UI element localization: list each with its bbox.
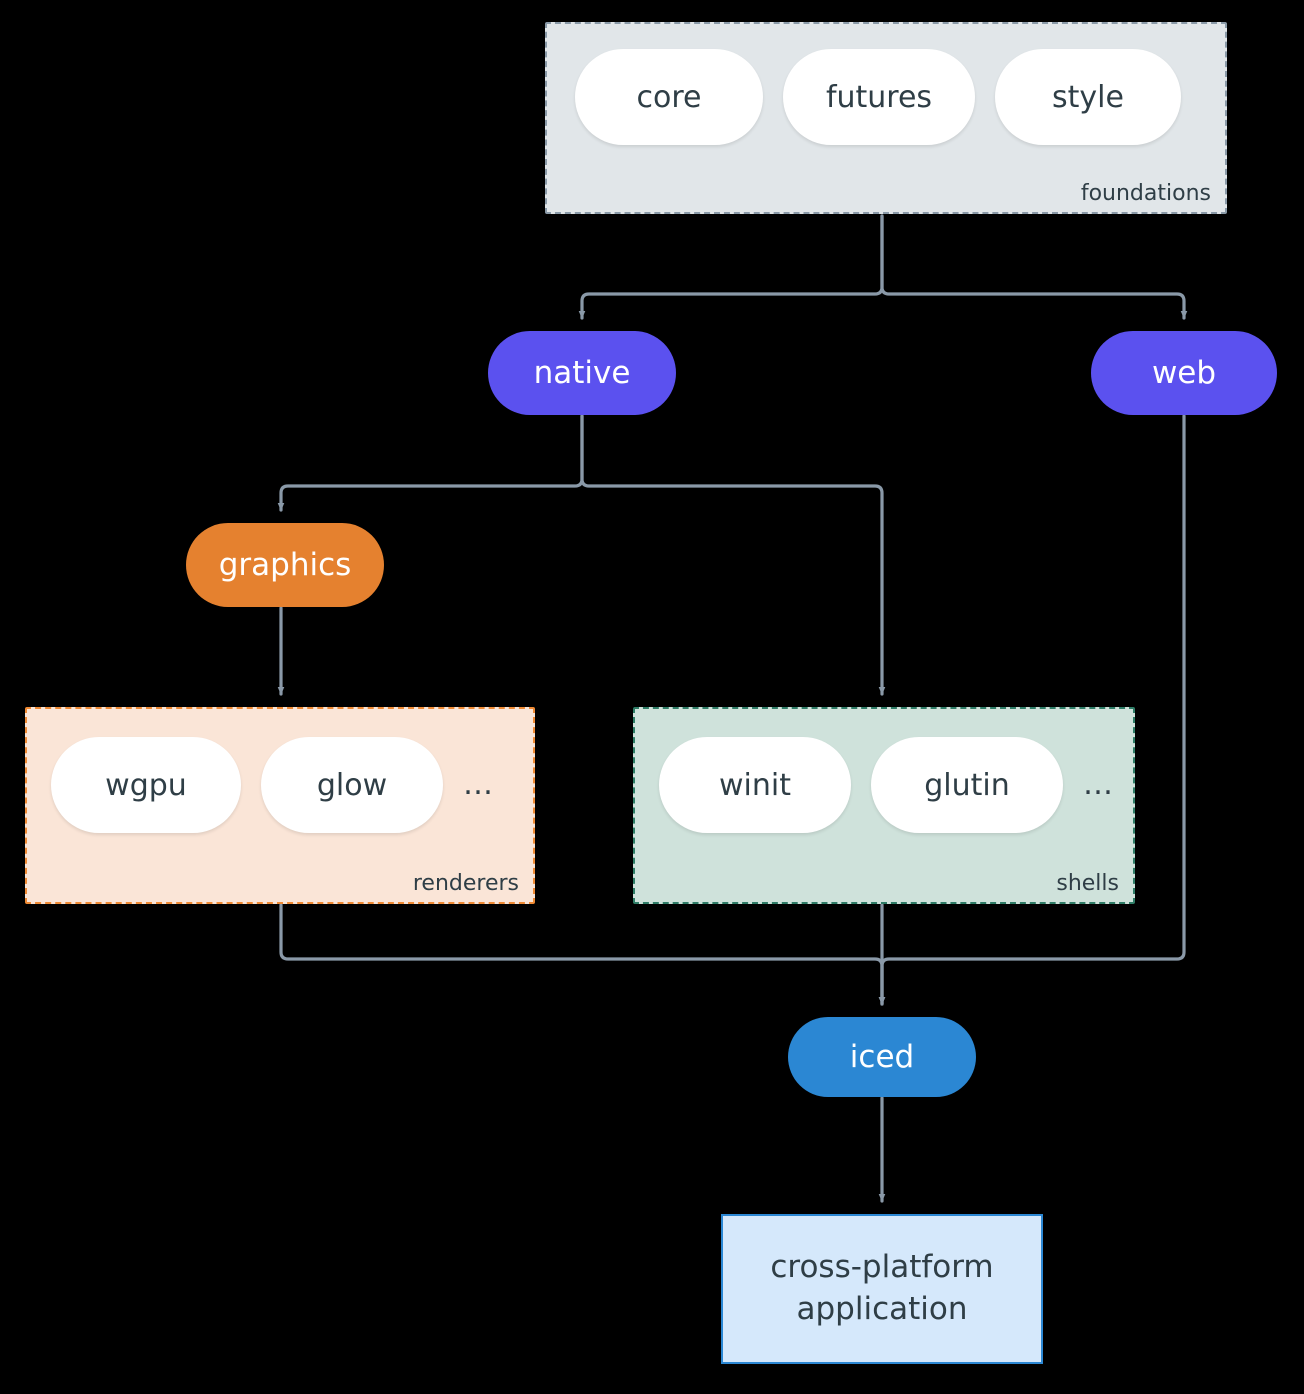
node-graphics[interactable]: graphics <box>186 523 384 607</box>
foundations-items: core futures style <box>575 49 1181 145</box>
chip-futures[interactable]: futures <box>783 49 975 145</box>
node-iced[interactable]: iced <box>788 1017 976 1097</box>
node-cross-platform-application[interactable]: cross-platform application <box>721 1214 1043 1364</box>
node-web[interactable]: web <box>1091 331 1277 415</box>
group-label-shells: shells <box>1056 871 1119 896</box>
chip-winit[interactable]: winit <box>659 737 851 833</box>
application-line-2: application <box>796 1291 968 1327</box>
chip-core[interactable]: core <box>575 49 763 145</box>
application-line-1: cross-platform <box>770 1249 994 1286</box>
group-label-foundations: foundations <box>1080 181 1211 206</box>
renderers-ellipsis: … <box>463 767 493 802</box>
chip-glow[interactable]: glow <box>261 737 443 833</box>
shells-ellipsis: … <box>1083 767 1113 802</box>
group-renderers[interactable]: wgpu glow … renderers <box>25 707 535 904</box>
group-foundations[interactable]: core futures style foundations <box>545 22 1227 214</box>
group-label-renderers: renderers <box>412 871 519 896</box>
node-native[interactable]: native <box>488 331 676 415</box>
renderers-items: wgpu glow … <box>51 737 493 833</box>
shells-items: winit glutin … <box>659 737 1113 833</box>
group-shells[interactable]: winit glutin … shells <box>633 707 1135 904</box>
chip-glutin[interactable]: glutin <box>871 737 1063 833</box>
chip-wgpu[interactable]: wgpu <box>51 737 241 833</box>
chip-style[interactable]: style <box>995 49 1181 145</box>
